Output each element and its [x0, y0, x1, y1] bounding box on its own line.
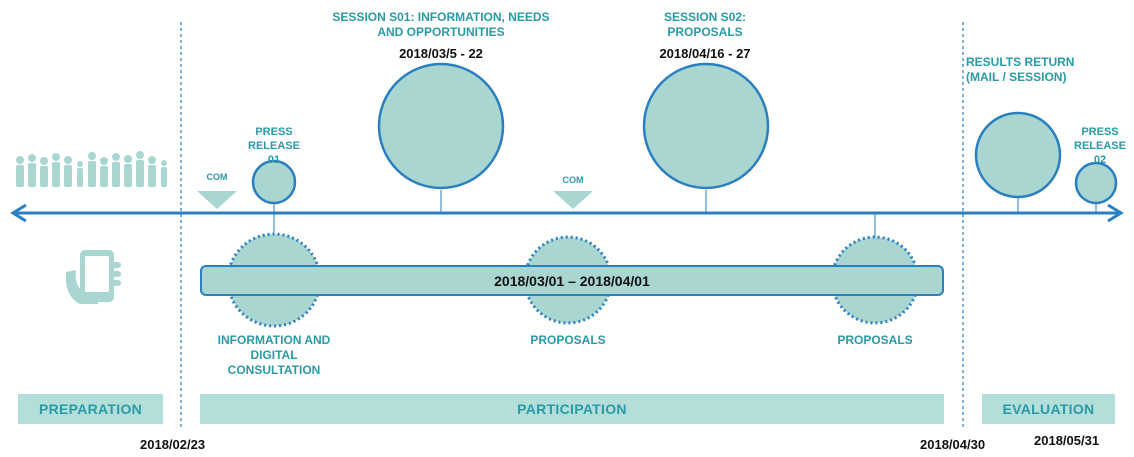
press02-label: PRESS RELEASE 02 — [1074, 126, 1126, 166]
timeline-arrow-right — [1107, 203, 1124, 223]
press02-circle — [1074, 161, 1118, 205]
phase-evaluation: EVALUATION — [982, 394, 1115, 424]
proposals-label-1: PROPOSALS — [530, 333, 606, 347]
digital-period-bar: 2018/03/01 – 2018/04/01 — [200, 265, 944, 296]
press01-circle — [251, 159, 297, 205]
session01-title: SESSION S01: INFORMATION, NEEDS AND OPPO… — [332, 10, 550, 39]
com-triangle-2 — [553, 191, 593, 209]
session01-circle — [377, 62, 505, 190]
session02-dates: 2018/04/16 - 27 — [659, 46, 751, 61]
com-label-2: COM — [562, 175, 584, 185]
proposals-label-2: PROPOSALS — [837, 333, 913, 347]
phase-preparation: PREPARATION — [18, 394, 163, 424]
date-participation-end: 2018/04/30 — [920, 437, 986, 452]
press01-label: PRESS RELEASE 01 — [248, 126, 300, 166]
results-return-label: RESULTS RETURN (MAIL / SESSION) — [966, 55, 1075, 84]
date-evaluation-end: 2018/05/31 — [1034, 433, 1100, 448]
timeline-arrow-left — [10, 203, 27, 223]
com-label-1: COM — [206, 172, 228, 182]
com-triangle-1 — [197, 191, 237, 209]
people-crowd-icon — [16, 151, 167, 187]
smartphone-hand-icon — [65, 250, 121, 304]
session01-dates: 2018/03/5 - 22 — [399, 46, 483, 61]
digital-period-text: 2018/03/01 – 2018/04/01 — [494, 272, 650, 289]
info-consultation-label: INFORMATION AND DIGITAL CONSULTATION — [217, 333, 331, 377]
session02-title: SESSION S02: PROPOSALS — [663, 10, 747, 39]
phase-participation: PARTICIPATION — [200, 394, 944, 424]
date-start: 2018/02/23 — [140, 437, 206, 452]
session02-circle — [642, 62, 770, 190]
results-return-circle — [974, 111, 1062, 199]
